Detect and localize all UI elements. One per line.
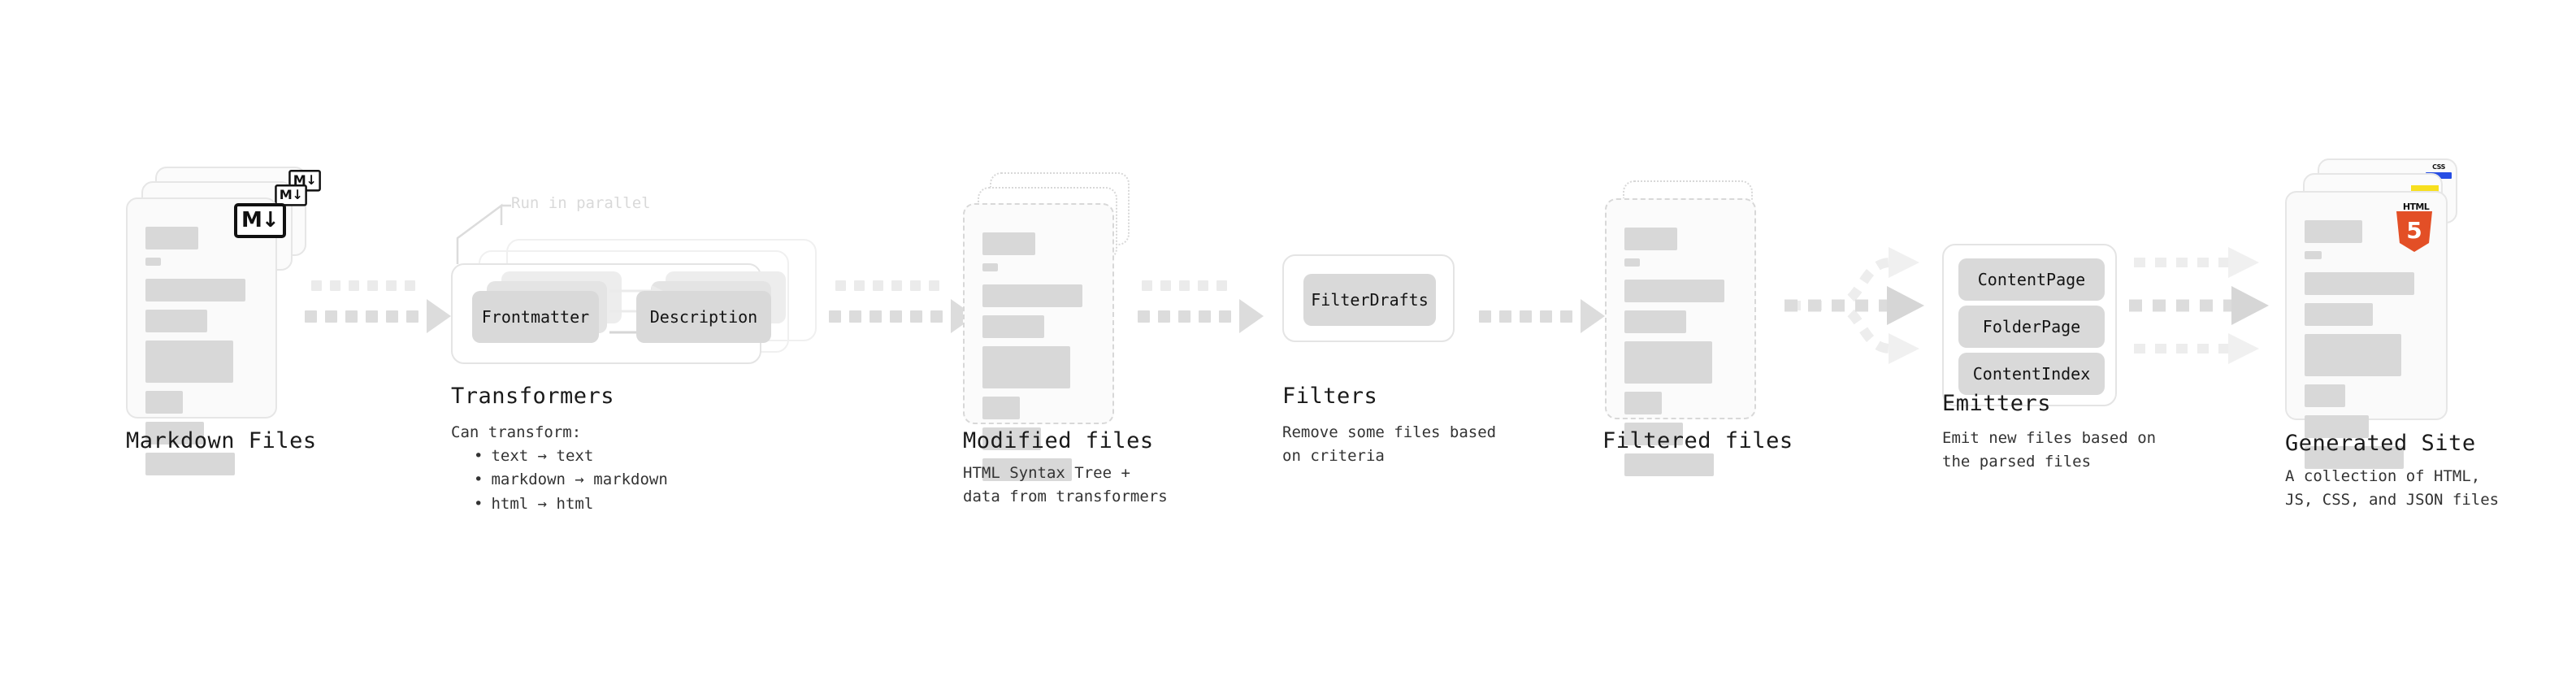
run-in-parallel-label: Run in parallel [511, 194, 651, 212]
emitter-pill-contentindex[interactable]: ContentIndex [1958, 353, 2105, 395]
transformers-bullets: text → text markdown → markdown html → h… [461, 445, 668, 516]
transformers-group: Frontmatter Description Run in parallel [451, 194, 817, 374]
emitter-pill-folderpage[interactable]: FolderPage [1958, 306, 2105, 348]
modified-card-front [963, 203, 1114, 481]
filtered-content-lines [1624, 228, 1737, 484]
transformers-bullet-2: html → html [461, 492, 668, 516]
arrow-modified-to-filters [1138, 299, 1264, 333]
emitter-pill-folderpage-label: FolderPage [1982, 317, 2081, 336]
site-content-lines [2305, 220, 2428, 477]
generated-site-caption: A collection of HTML, JS, CSS, and JSON … [2285, 467, 2500, 509]
arrow-md-to-transformers-main [305, 299, 451, 333]
filtered-card-front [1605, 198, 1756, 476]
markdown-files-title: Markdown Files [126, 428, 317, 453]
markdown-files-stack: M↓ M↓ M↓ [126, 167, 321, 475]
transformers-bullet-1: markdown → markdown [461, 468, 667, 492]
fan-svg [2129, 247, 2269, 364]
arrow-head [1239, 299, 1264, 333]
html5-badge-label: HTML [2402, 202, 2430, 212]
bracket-svg [456, 203, 511, 264]
arrow-head [427, 299, 451, 333]
filtered-files-title: Filtered files [1602, 428, 1793, 453]
modified-files-stack [963, 172, 1150, 481]
filters-title: Filters [1282, 384, 1378, 409]
fan-filtered-to-emitters [1785, 234, 1939, 380]
arrow-transformers-to-modified [829, 299, 975, 333]
arrow-dots [311, 280, 423, 291]
site-card-front [2285, 191, 2448, 469]
emitter-pill-contentpage-label: ContentPage [1977, 270, 2086, 289]
arrow-dots [835, 280, 948, 291]
arrow-dots [1138, 310, 1239, 323]
arrow-modified-to-filters-ghost [1142, 280, 1235, 291]
transformers-bullet-0: text → text [461, 445, 668, 468]
html5-badge: HTML [2396, 202, 2435, 258]
arrow-md-to-transformers [311, 280, 423, 291]
transformer-pill-description[interactable]: Description [636, 291, 771, 343]
run-in-parallel-bracket [456, 193, 521, 269]
markdown-content-lines [145, 227, 258, 484]
filters-caption: Remove some files based on criteria [1282, 423, 1497, 465]
filtered-files-stack [1605, 180, 1792, 476]
html5-shield [2396, 211, 2432, 252]
emitters-group: ContentPage FolderPage ContentIndex [1942, 244, 2117, 406]
emitters-title: Emitters [1942, 391, 2052, 416]
fan-svg [1785, 247, 1924, 364]
generated-site-stack: HTML [2285, 158, 2480, 469]
modified-files-title: Modified files [963, 428, 1154, 453]
markdown-badge-mid: M↓ [275, 184, 307, 206]
arrow-dots [1142, 280, 1235, 291]
transformer-pill-frontmatter-label: Frontmatter [481, 307, 590, 327]
arrow-dots [1479, 310, 1581, 323]
filters-group: FilterDrafts [1282, 254, 1455, 342]
fan-emitters-to-site [2129, 234, 2283, 380]
filter-pill-filterdrafts-label: FilterDrafts [1311, 290, 1429, 310]
emitter-pill-contentpage[interactable]: ContentPage [1958, 258, 2105, 301]
transformers-caption: Can transform: [451, 423, 582, 441]
arrow-dots [829, 310, 951, 323]
arrow-dots [305, 310, 427, 323]
emitters-caption: Emit new files based on the parsed files [1942, 429, 2157, 471]
transformer-pill-frontmatter[interactable]: Frontmatter [472, 291, 599, 343]
arrow-transformers-to-modified-ghost [835, 280, 948, 291]
arrow-filters-to-filtered [1479, 299, 1605, 333]
arrow-head [1581, 299, 1605, 333]
emitter-pill-contentindex-label: ContentIndex [1972, 364, 2091, 384]
filter-pill-filterdrafts[interactable]: FilterDrafts [1303, 274, 1436, 326]
transformers-title: Transformers [451, 384, 615, 409]
modified-content-lines [982, 232, 1095, 489]
transformer-pill-description-label: Description [649, 307, 758, 327]
generated-site-title: Generated Site [2285, 431, 2476, 456]
markdown-badge-front: M↓ [234, 203, 286, 238]
modified-files-caption: HTML Syntax Tree + data from transformer… [963, 464, 1168, 505]
